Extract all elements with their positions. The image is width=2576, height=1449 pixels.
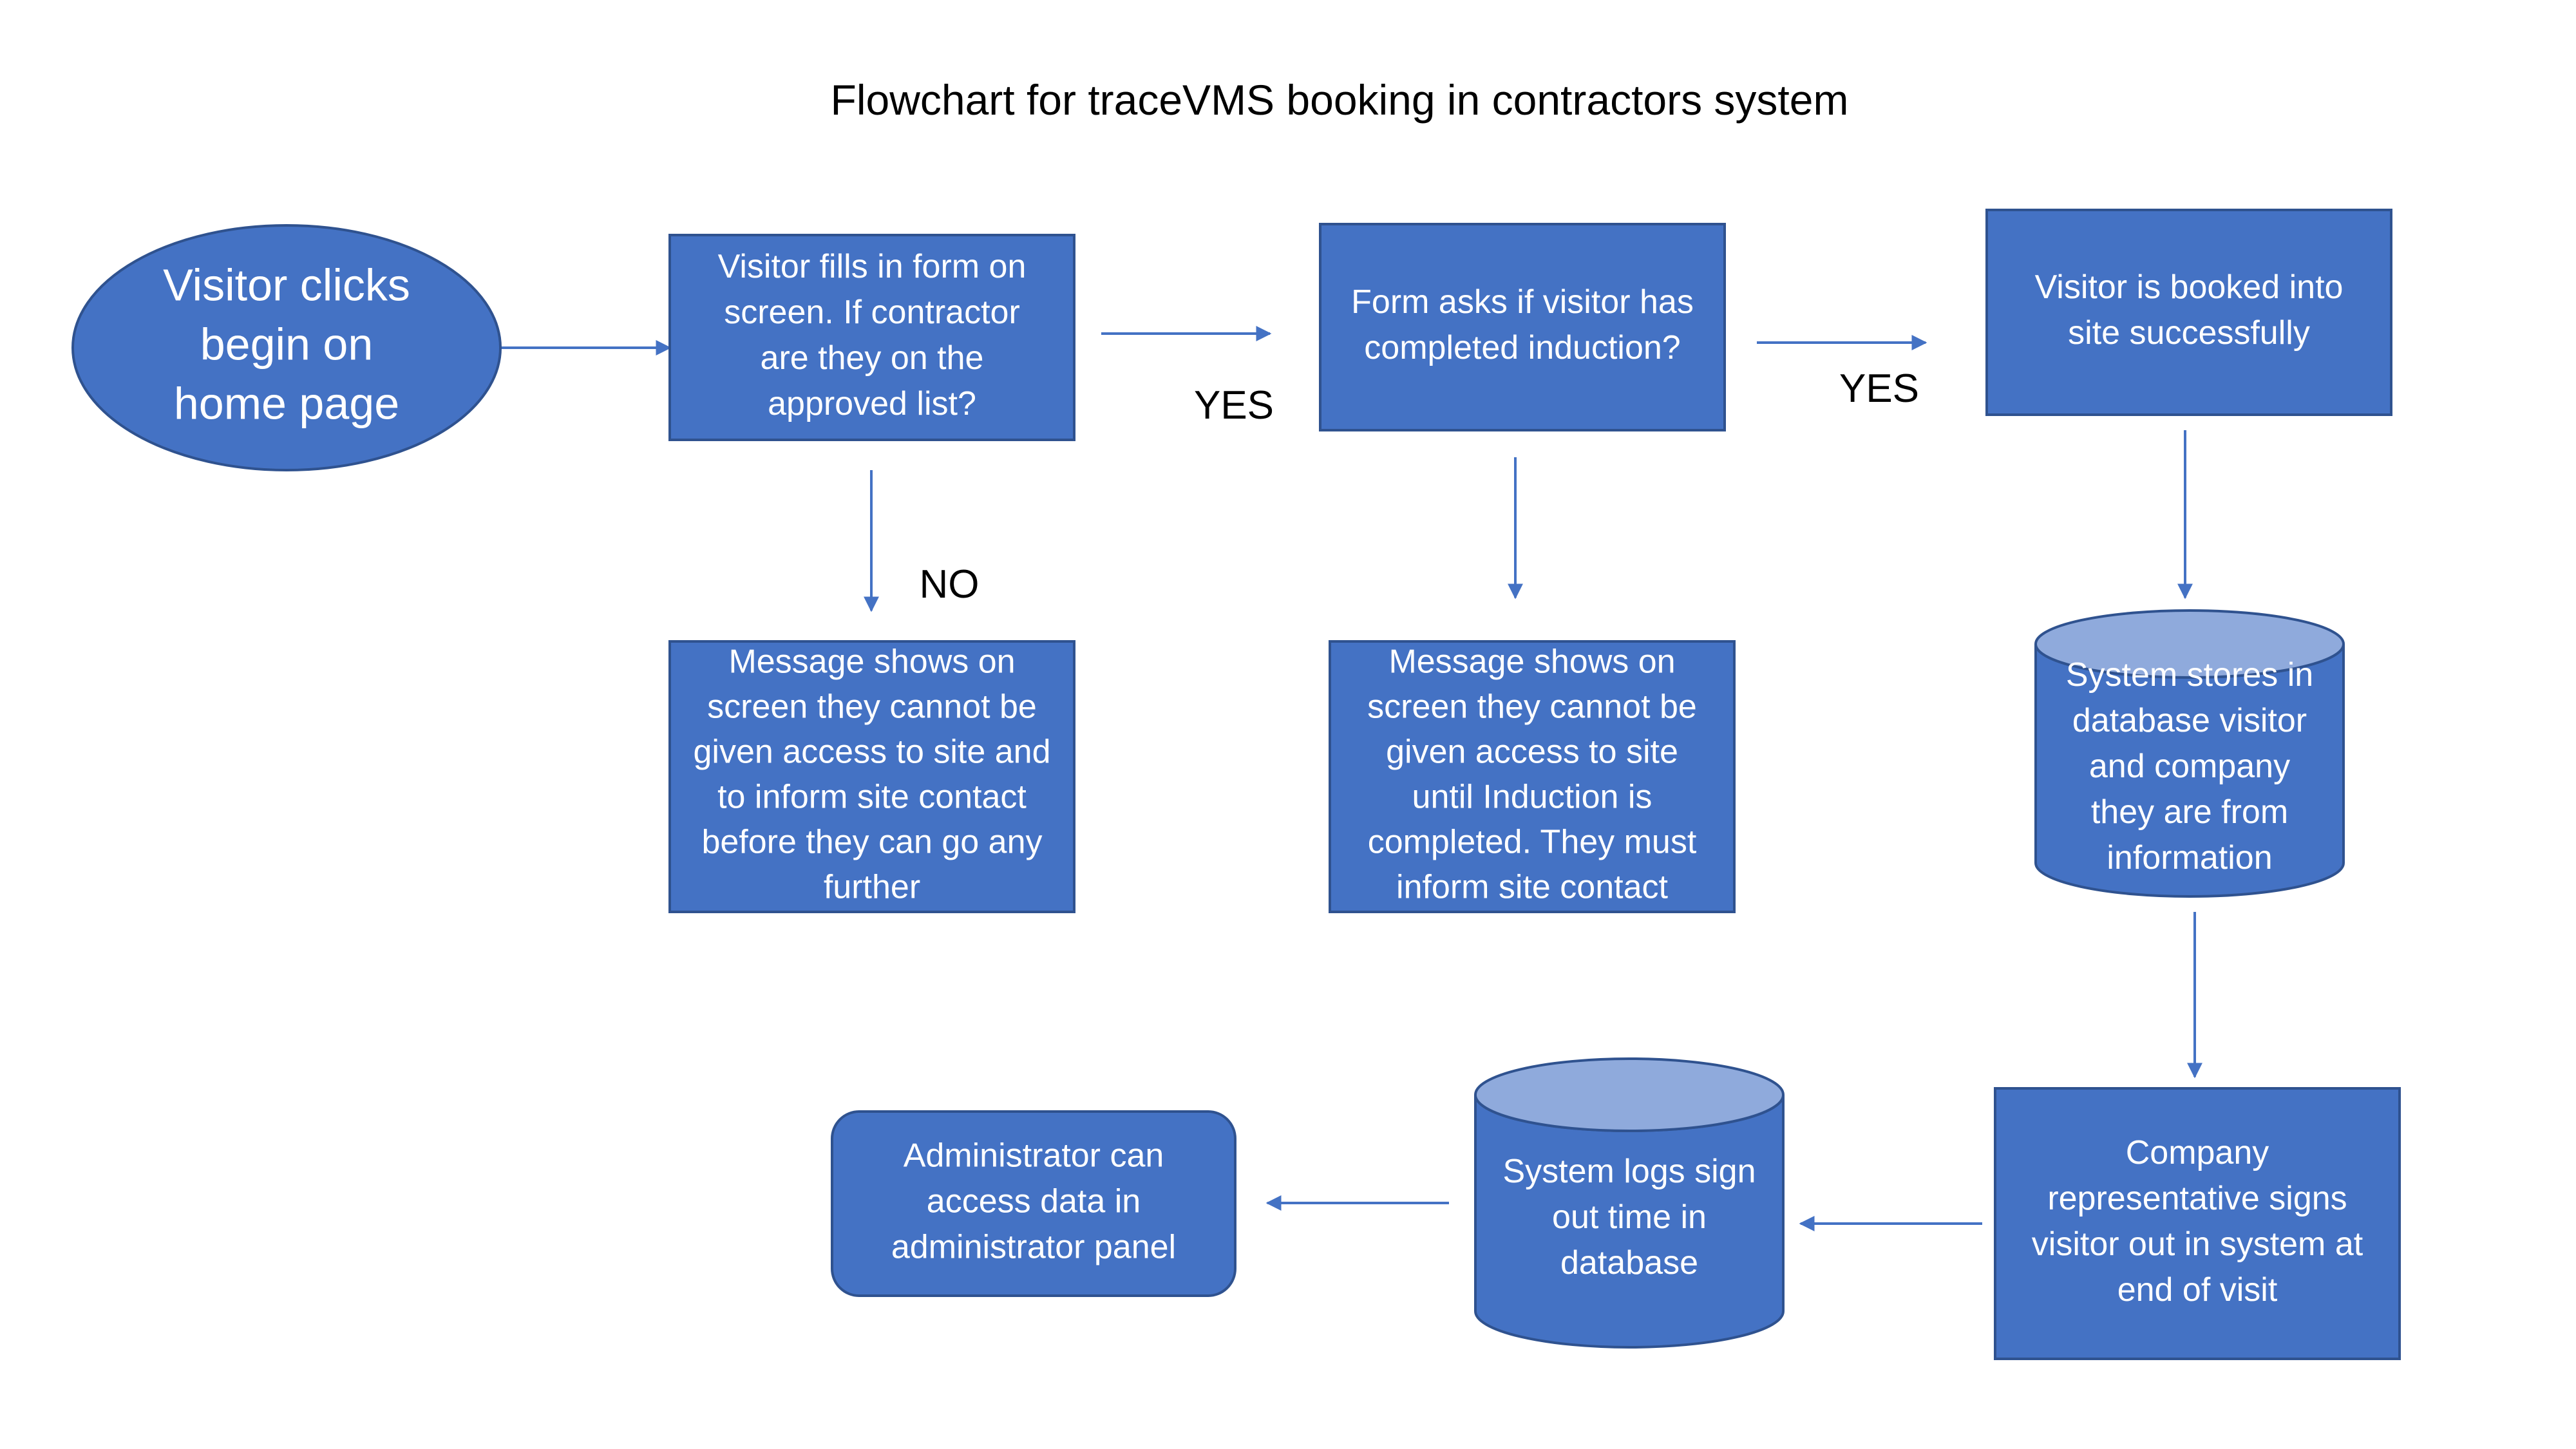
node-form-text-line: Visitor fills in form on	[718, 248, 1027, 285]
node-form-shape	[668, 234, 1075, 441]
node-deny_induction-shape	[1329, 640, 1736, 913]
node-deny_list-text-line: screen they cannot be	[707, 688, 1037, 726]
node-form: Visitor fills in form on screen. If contr…	[668, 234, 1075, 441]
node-booked-text-line: site successfully	[2068, 314, 2310, 352]
node-form-text-line: approved list?	[768, 385, 976, 422]
edge-label-induction-to-booked: YES	[1839, 366, 1919, 411]
node-admin: Administrator can access data in administr…	[831, 1110, 1236, 1297]
node-sign_out-text-line: Company	[2126, 1134, 2269, 1171]
node-form-text-line: screen. If contractor	[724, 294, 1020, 331]
node-start-text-line: begin on	[200, 319, 374, 369]
edge-label-form-to-deny_list: NO	[920, 562, 980, 607]
node-deny_list-text-line: to inform site contact	[717, 779, 1027, 816]
node-start-shape	[71, 224, 502, 471]
node-deny_induction-text-line: Message shows on	[1388, 643, 1675, 681]
node-deny_induction-text-line: until Induction is	[1412, 779, 1653, 816]
node-log_db-text-line: out time in	[1552, 1198, 1707, 1236]
node-store_db-text-line: information	[2107, 839, 2272, 876]
nodes-layer: Visitor clicks begin on home page Visitor f…	[71, 209, 2401, 1360]
node-store_db-top	[2034, 609, 2345, 679]
node-sign_out-shape	[1994, 1087, 2401, 1360]
edges-layer	[501, 326, 2202, 1231]
node-sign_out-text-line: end of visit	[2117, 1271, 2278, 1309]
node-start-text-line: Visitor clicks	[163, 260, 410, 310]
node-start: Visitor clicks begin on home page	[71, 224, 502, 471]
node-booked: Visitor is booked into site successfully	[1985, 209, 2392, 416]
node-deny_induction-text-line: inform site contact	[1396, 869, 1668, 906]
node-store_db-text-line: System stores in	[2066, 656, 2313, 694]
edge-labels-layer: YES YES NO	[920, 366, 1920, 607]
node-admin-text-line: administrator panel	[891, 1229, 1176, 1266]
node-deny_induction-text-line: completed. They must	[1368, 824, 1697, 861]
node-deny_list: Message shows on screen they cannot be giv…	[668, 640, 1075, 913]
node-booked-shape	[1985, 209, 2392, 416]
node-induction-shape	[1319, 223, 1726, 431]
edge-label-form-to-induction: YES	[1194, 383, 1274, 428]
node-log_db-text-line: System logs sign	[1502, 1153, 1756, 1190]
node-store_db-text-line: database visitor	[2072, 702, 2307, 739]
node-log_db-text-line: database	[1560, 1244, 1698, 1282]
node-log_db: System logs sign out time in database	[1474, 1057, 1785, 1349]
node-induction: Form asks if visitor has completed induct…	[1319, 223, 1726, 431]
node-store_db-text-line: and company	[2089, 748, 2290, 785]
node-sign_out-text-line: representative signs	[2047, 1180, 2347, 1217]
node-admin-text-line: Administrator can	[904, 1137, 1164, 1175]
node-deny_list-shape	[668, 640, 1075, 913]
node-booked-text-line: Visitor is booked into	[2035, 269, 2344, 306]
node-deny_list-text-line: before they can go any	[701, 824, 1042, 861]
node-log_db-top	[1474, 1057, 1785, 1132]
node-deny_induction-text-line: given access to site	[1386, 734, 1678, 771]
node-sign_out: Company representative signs visitor out i…	[1994, 1087, 2401, 1360]
node-start-text-line: home page	[174, 378, 399, 428]
node-deny_induction: Message shows on screen they cannot be giv…	[1329, 640, 1736, 913]
node-deny_list-text-line: given access to site and	[694, 734, 1051, 771]
node-store_db: System stores in database visitor and comp…	[2034, 609, 2345, 898]
node-sign_out-text-line: visitor out in system at	[2032, 1226, 2363, 1263]
node-deny_induction-text-line: screen they cannot be	[1367, 688, 1697, 726]
node-store_db-text-line: they are from	[2091, 793, 2288, 831]
node-admin-text-line: access data in	[927, 1183, 1141, 1220]
node-form-text-line: are they on the	[761, 339, 984, 377]
node-deny_list-text-line: further	[824, 869, 920, 906]
node-induction-text-line: completed induction?	[1364, 329, 1680, 366]
node-deny_list-text-line: Message shows on	[728, 643, 1015, 681]
diagram-title: Flowchart for traceVMS booking in contra…	[831, 76, 1849, 124]
node-induction-text-line: Form asks if visitor has	[1351, 283, 1694, 321]
node-admin-shape	[831, 1110, 1236, 1297]
